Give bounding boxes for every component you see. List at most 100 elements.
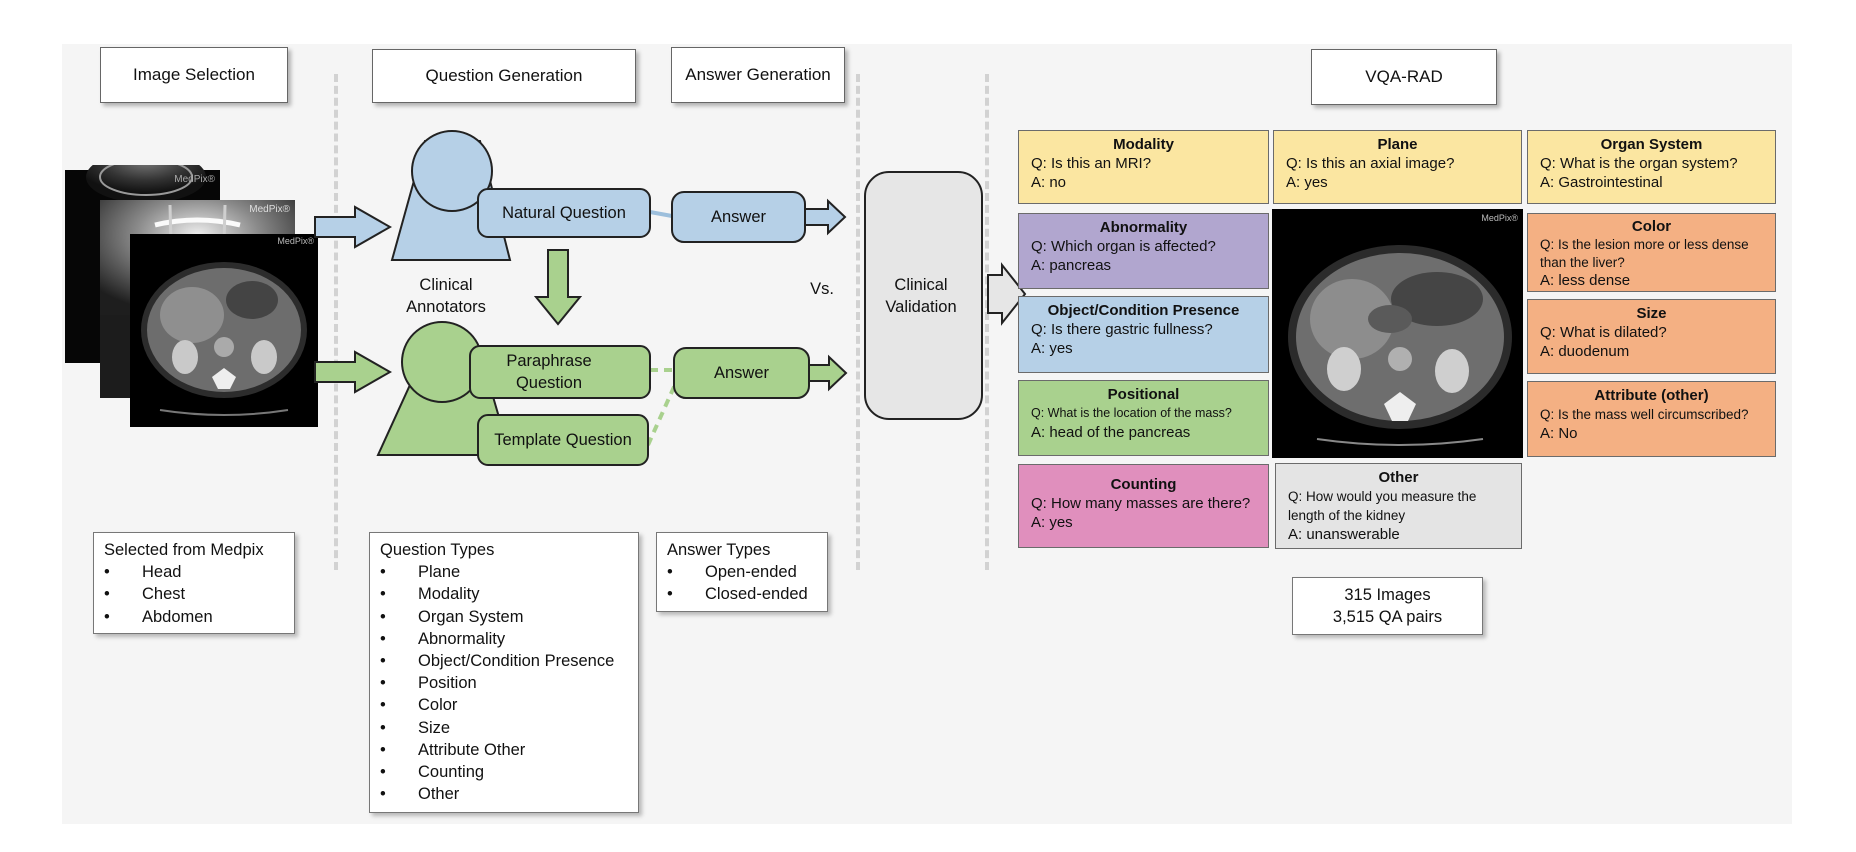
versus-label: Vs. bbox=[810, 280, 834, 298]
card-positional: Positional Q: What is the location of th… bbox=[1018, 380, 1269, 456]
blue-annotator-head bbox=[411, 130, 493, 212]
vqa-rad-header: VQA-RAD bbox=[1311, 49, 1497, 105]
card-answer: A: No bbox=[1540, 425, 1578, 442]
list-item: Plane bbox=[380, 561, 628, 583]
image-to-natural-arrow bbox=[314, 205, 393, 249]
image-to-paraphrase-arrow bbox=[314, 350, 393, 394]
validation-to-dataset-arrow bbox=[987, 262, 1027, 326]
card-answer: A: yes bbox=[1031, 340, 1073, 357]
card-color: Color Q: Is the lesion more or less dens… bbox=[1527, 213, 1776, 292]
card-question: Q: What is dilated? bbox=[1540, 324, 1667, 341]
card-answer: A: Gastrointestinal bbox=[1540, 174, 1663, 191]
card-answer: A: yes bbox=[1031, 514, 1073, 531]
generation-flow bbox=[314, 130, 1027, 466]
list-item: Color bbox=[380, 694, 628, 716]
ct-image-watermark: MedPix® bbox=[277, 236, 314, 246]
chest-image-watermark: MedPix® bbox=[249, 204, 290, 215]
list-item: Attribute Other bbox=[380, 739, 628, 761]
list-item: Modality bbox=[380, 583, 628, 605]
card-answer: A: no bbox=[1031, 174, 1067, 191]
clinical-validation-box bbox=[864, 171, 983, 420]
card-title: Abnormality bbox=[1099, 219, 1188, 236]
dataset-stats: 315 Images 3,515 QA pairs bbox=[1292, 577, 1483, 635]
paraphrase-question-label: Paraphrase Question bbox=[506, 352, 592, 392]
qa-pair-count: 3,515 QA pairs bbox=[1332, 608, 1443, 627]
question-generation-header: Question Generation bbox=[372, 49, 636, 103]
list-item: Size bbox=[380, 717, 628, 739]
separator-3 bbox=[985, 74, 989, 570]
answer-generation-header: Answer Generation bbox=[671, 47, 845, 103]
card-question: Q: Is this an MRI? bbox=[1031, 155, 1152, 172]
card-answer: A: less dense bbox=[1540, 272, 1631, 289]
list-item: Object/Condition Presence bbox=[380, 650, 628, 672]
card-title: Color bbox=[1631, 218, 1672, 235]
image-selection-list: Selected from Medpix Head Chest Abdomen bbox=[93, 532, 295, 634]
list-item: Other bbox=[380, 783, 628, 805]
list-item: Organ System bbox=[380, 606, 628, 628]
image-selection-list-title: Selected from Medpix bbox=[104, 541, 264, 559]
natural-question-box bbox=[477, 188, 651, 238]
template-question-box bbox=[477, 414, 649, 466]
natural-question-label: Natural Question bbox=[502, 204, 626, 222]
image-count: 315 Images bbox=[1344, 586, 1431, 604]
answer-types-list: Answer Types Open-ended Closed-ended bbox=[656, 532, 828, 612]
card-modality: Modality Q: Is this an MRI? A: no bbox=[1018, 130, 1269, 204]
card-answer: A: unanswerable bbox=[1288, 526, 1400, 543]
card-question: Q: Is the lesion more or less dense than… bbox=[1540, 237, 1749, 270]
list-item: Abnormality bbox=[380, 628, 628, 650]
question-types-list-title: Question Types bbox=[380, 541, 495, 559]
card-attribute: Attribute (other) Q: Is the mass well ci… bbox=[1527, 381, 1776, 457]
card-question: Q: What is the organ system? bbox=[1540, 155, 1738, 172]
card-title: Counting bbox=[1110, 476, 1177, 493]
list-item: Open-ended bbox=[667, 561, 817, 583]
card-counting: Counting Q: How many masses are there? A… bbox=[1018, 464, 1269, 548]
card-answer: A: duodenum bbox=[1540, 343, 1630, 360]
medpix-image-stack: MedPix® MedPix® MedPix® bbox=[65, 165, 318, 427]
example-ct-watermark: MedPix® bbox=[1481, 213, 1518, 223]
card-title: Size bbox=[1636, 305, 1667, 322]
answer-to-validation-arrow-2 bbox=[808, 354, 848, 392]
card-answer: A: head of the pancreas bbox=[1031, 424, 1191, 441]
list-item: Chest bbox=[104, 583, 284, 605]
card-title: Other bbox=[1378, 469, 1419, 486]
card-question: Q: Is there gastric fullness? bbox=[1031, 321, 1213, 338]
card-presence: Object/Condition Presence Q: Is there ga… bbox=[1018, 296, 1269, 373]
answer-to-validation-arrow-1 bbox=[804, 198, 847, 236]
card-other: Other Q: How would you measure the lengt… bbox=[1275, 463, 1522, 549]
card-title: Object/Condition Presence bbox=[1047, 302, 1240, 319]
list-item: Closed-ended bbox=[667, 583, 817, 605]
paraphrase-question-box bbox=[469, 345, 651, 399]
clinical-annotators-label: Clinical Annotators bbox=[406, 276, 486, 316]
separator-2 bbox=[856, 74, 860, 570]
card-abnormality: Abnormality Q: Which organ is affected? … bbox=[1018, 213, 1269, 289]
list-item: Position bbox=[380, 672, 628, 694]
card-plane: Plane Q: Is this an axial image? A: yes bbox=[1273, 130, 1522, 204]
image-selection-header: Image Selection bbox=[100, 47, 288, 103]
card-title: Modality bbox=[1113, 136, 1174, 153]
answer-label-2: Answer bbox=[713, 364, 770, 382]
answer-types-list-title: Answer Types bbox=[667, 541, 771, 559]
answer-label-1: Answer bbox=[710, 208, 767, 226]
card-answer: A: pancreas bbox=[1031, 257, 1112, 274]
question-types-list: Question Types Plane Modality Organ Syst… bbox=[369, 532, 639, 813]
card-question: Q: Is the mass well circumscribed? bbox=[1540, 407, 1749, 422]
card-size: Size Q: What is dilated? A: duodenum bbox=[1527, 299, 1776, 374]
card-title: Attribute (other) bbox=[1594, 387, 1709, 404]
card-question: Q: What is the location of the mass? bbox=[1031, 406, 1232, 420]
head-image-watermark: MedPix® bbox=[174, 174, 215, 185]
list-item: Counting bbox=[380, 761, 628, 783]
template-question-label: Template Question bbox=[494, 431, 632, 449]
example-ct-image: MedPix® bbox=[1272, 209, 1523, 458]
card-question: Q: How many masses are there? bbox=[1031, 495, 1251, 512]
card-question: Q: How would you measure the length of t… bbox=[1288, 489, 1477, 523]
list-item: Abdomen bbox=[104, 606, 284, 628]
template-answer-connector bbox=[646, 377, 680, 446]
card-title: Organ System bbox=[1600, 136, 1703, 153]
natural-answer-connector bbox=[649, 210, 673, 218]
card-answer: A: yes bbox=[1286, 174, 1328, 191]
card-organ-system: Organ System Q: What is the organ system… bbox=[1527, 130, 1776, 204]
card-question: Q: Is this an axial image? bbox=[1286, 155, 1455, 172]
card-title: Positional bbox=[1107, 386, 1180, 403]
separator-1 bbox=[334, 74, 338, 570]
list-item: Head bbox=[104, 561, 284, 583]
